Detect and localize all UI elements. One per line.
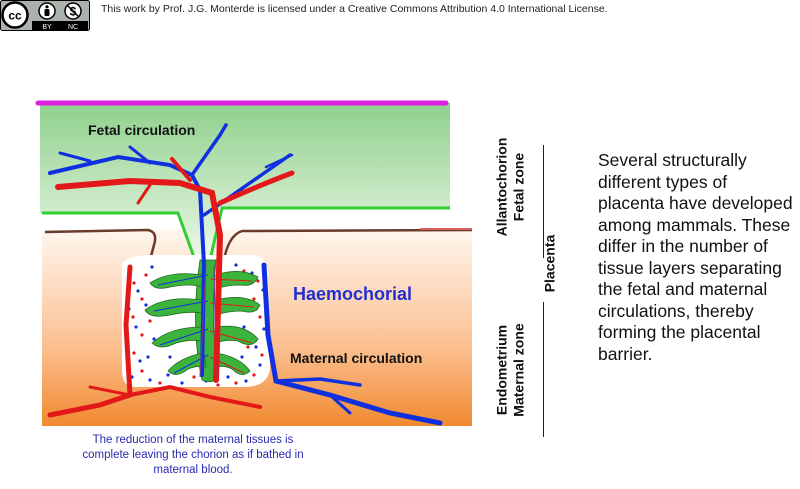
cc-license-badge: cc $ BY NC [0,0,90,31]
cc-text: cc [8,9,22,23]
fetal-capillaries [153,264,255,378]
fetal-circulation-label: Fetal circulation [88,122,196,138]
maternal-zone-label-group: Endometrium Maternal zone [494,303,528,438]
zone-divider-lower [543,302,544,437]
fetal-zone-label-group: Allantochorion Fetal zone [494,120,528,255]
allantochorion-label: Allantochorion [493,137,510,237]
diagram-caption: The reduction of the maternal tissues is… [82,434,304,476]
maternal-circulation-label: Maternal circulation [290,350,423,366]
maternal-vessels [47,262,443,426]
license-text: This work by Prof. J.G. Monterde is lice… [101,3,608,15]
fetal-zone-label: Fetal zone [510,152,527,222]
haemochorial-label: Haemochorial [293,284,413,304]
by-text: BY [42,24,52,31]
maternal-zone-label: Maternal zone [510,323,527,417]
endometrial-surface [44,228,157,261]
cc-icon [1,1,29,29]
fetal-vessels [48,123,295,383]
fetal-zone [40,103,450,255]
placenta-diagram [35,100,473,426]
placenta-description: Several structurally different types of … [598,150,793,364]
zone-divider-upper [543,145,544,258]
nc-text: NC [68,24,78,31]
endometrium-label: Endometrium [493,324,510,416]
placenta-label: Placenta [541,234,558,293]
